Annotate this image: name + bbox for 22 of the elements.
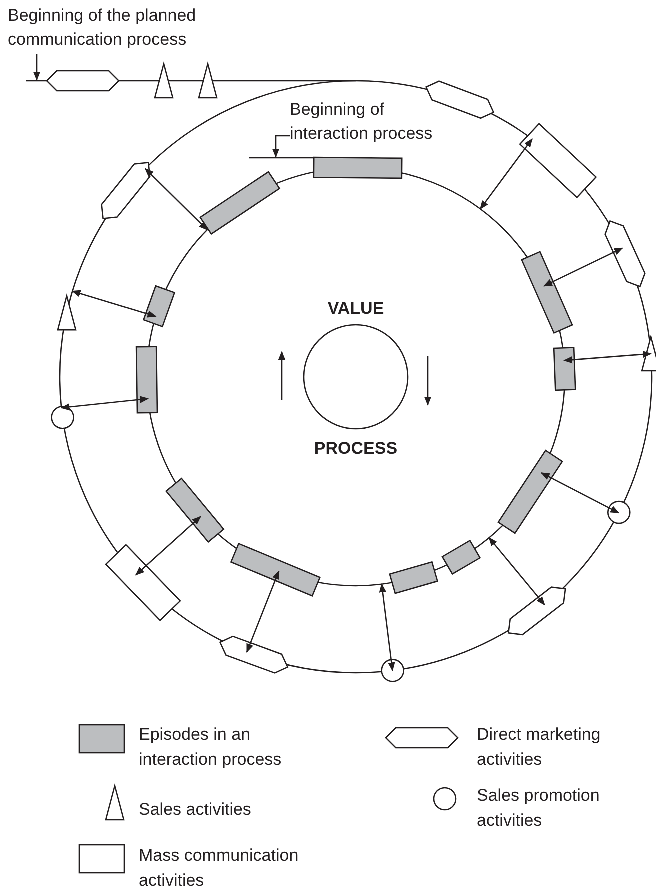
- double-arrow: [135, 516, 202, 576]
- leader-arrow: [272, 135, 290, 158]
- double-arrow: [144, 168, 208, 231]
- legend-label: Mass communication activities: [139, 845, 300, 891]
- double-arrow: [540, 472, 620, 514]
- double-arrow: [488, 537, 546, 606]
- legend-label: Direct marketing activities: [477, 724, 602, 771]
- legend-label: Sales activities: [139, 799, 252, 821]
- double-arrow: [480, 138, 533, 210]
- cycle-label: VALUE: [326, 298, 386, 320]
- double-arrow: [543, 248, 624, 287]
- double-arrow: [379, 584, 396, 672]
- leader-arrow: [33, 54, 41, 81]
- double-arrow: [60, 396, 150, 411]
- legend-label: Episodes in an interaction process: [139, 724, 283, 771]
- annotation-text: Beginning of the planned communication process: [8, 4, 268, 54]
- cycle-label: PROCESS: [313, 438, 399, 460]
- annotation-text: Beginning of interaction process: [290, 98, 455, 148]
- double-arrow: [72, 290, 157, 318]
- double-arrow: [246, 570, 280, 654]
- legend-label: Sales promotion activities: [477, 785, 601, 832]
- double-arrow: [564, 350, 652, 364]
